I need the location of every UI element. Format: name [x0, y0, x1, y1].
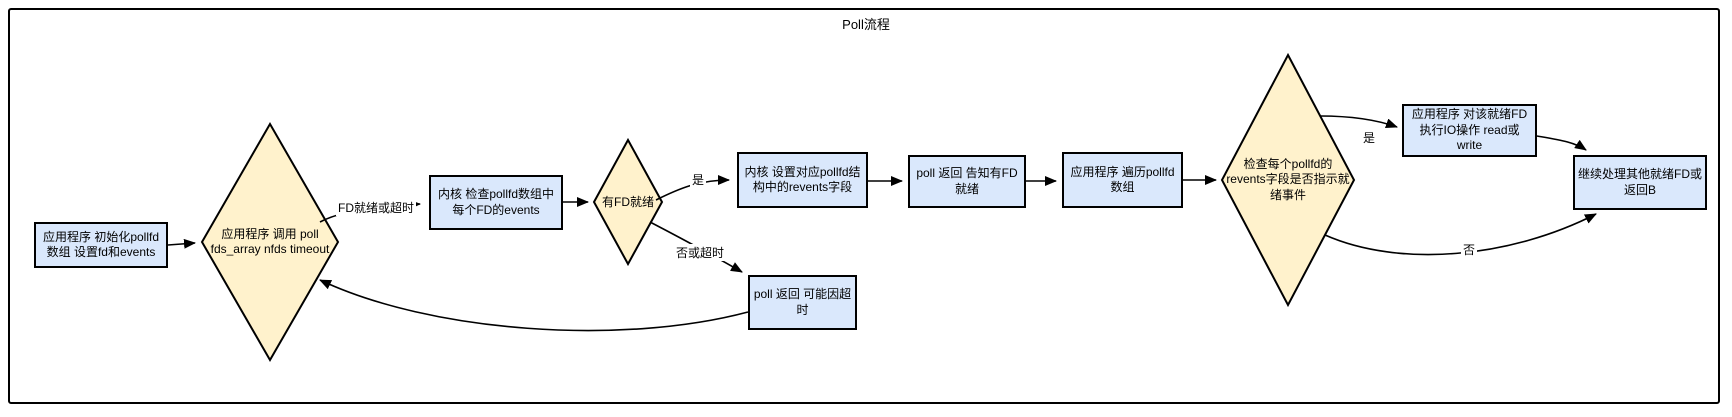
decision-call-poll-label: 应用程序 调用 poll fds_array nfds timeout: [210, 227, 330, 257]
node-kernel-check-events: 内核 检查pollfd数组中每个FD的events: [429, 175, 563, 230]
edge-label-no-revents: 否: [1461, 241, 1478, 258]
diagram-title: Poll流程: [842, 17, 890, 32]
node-iterate-pollfd-array: 应用程序 遍历pollfd数组: [1062, 152, 1183, 208]
edge-label-fd-ready-or-timeout: FD就绪或超时: [336, 199, 416, 216]
node-poll-return-timeout: poll 返回 可能因超时: [748, 275, 857, 330]
edge-label-yes-revents: 是: [1361, 129, 1378, 146]
edge-label-no-or-timeout: 否或超时: [674, 244, 727, 261]
decision-check-revents-shape: [1220, 52, 1356, 308]
decision-fd-ready-label: 有FD就绪: [602, 195, 654, 209]
decision-check-revents-label: 检查每个pollfd的revents字段是否指示就绪事件: [1226, 157, 1350, 202]
decision-fd-ready-shape: [592, 137, 664, 267]
edge-check-revents-no-to-continue: [1324, 213, 1597, 256]
diagram-frame: [8, 8, 1720, 404]
edge-init-to-call-poll: [167, 238, 196, 249]
node-do-io-read-write: 应用程序 对该就绪FD执行IO操作 read或write: [1402, 104, 1537, 157]
node-continue-or-return: 继续处理其他就绪FD或返回B: [1573, 155, 1707, 210]
edge-check-revents-yes-to-do-io: [1319, 115, 1398, 129]
node-init-pollfd: 应用程序 初始化pollfd数组 设置fd和events: [34, 222, 168, 268]
decision-call-poll-shape: [200, 121, 340, 363]
node-poll-return-ready: poll 返回 告知有FD就绪: [908, 155, 1026, 208]
edge-do-io-to-continue: [1536, 135, 1587, 151]
node-set-revents: 内核 设置对应pollfd结构中的revents字段: [737, 152, 868, 208]
edge-label-yes-fd-ready: 是: [690, 171, 707, 188]
edge-poll-timeout-back-to-call-poll: [319, 279, 749, 332]
